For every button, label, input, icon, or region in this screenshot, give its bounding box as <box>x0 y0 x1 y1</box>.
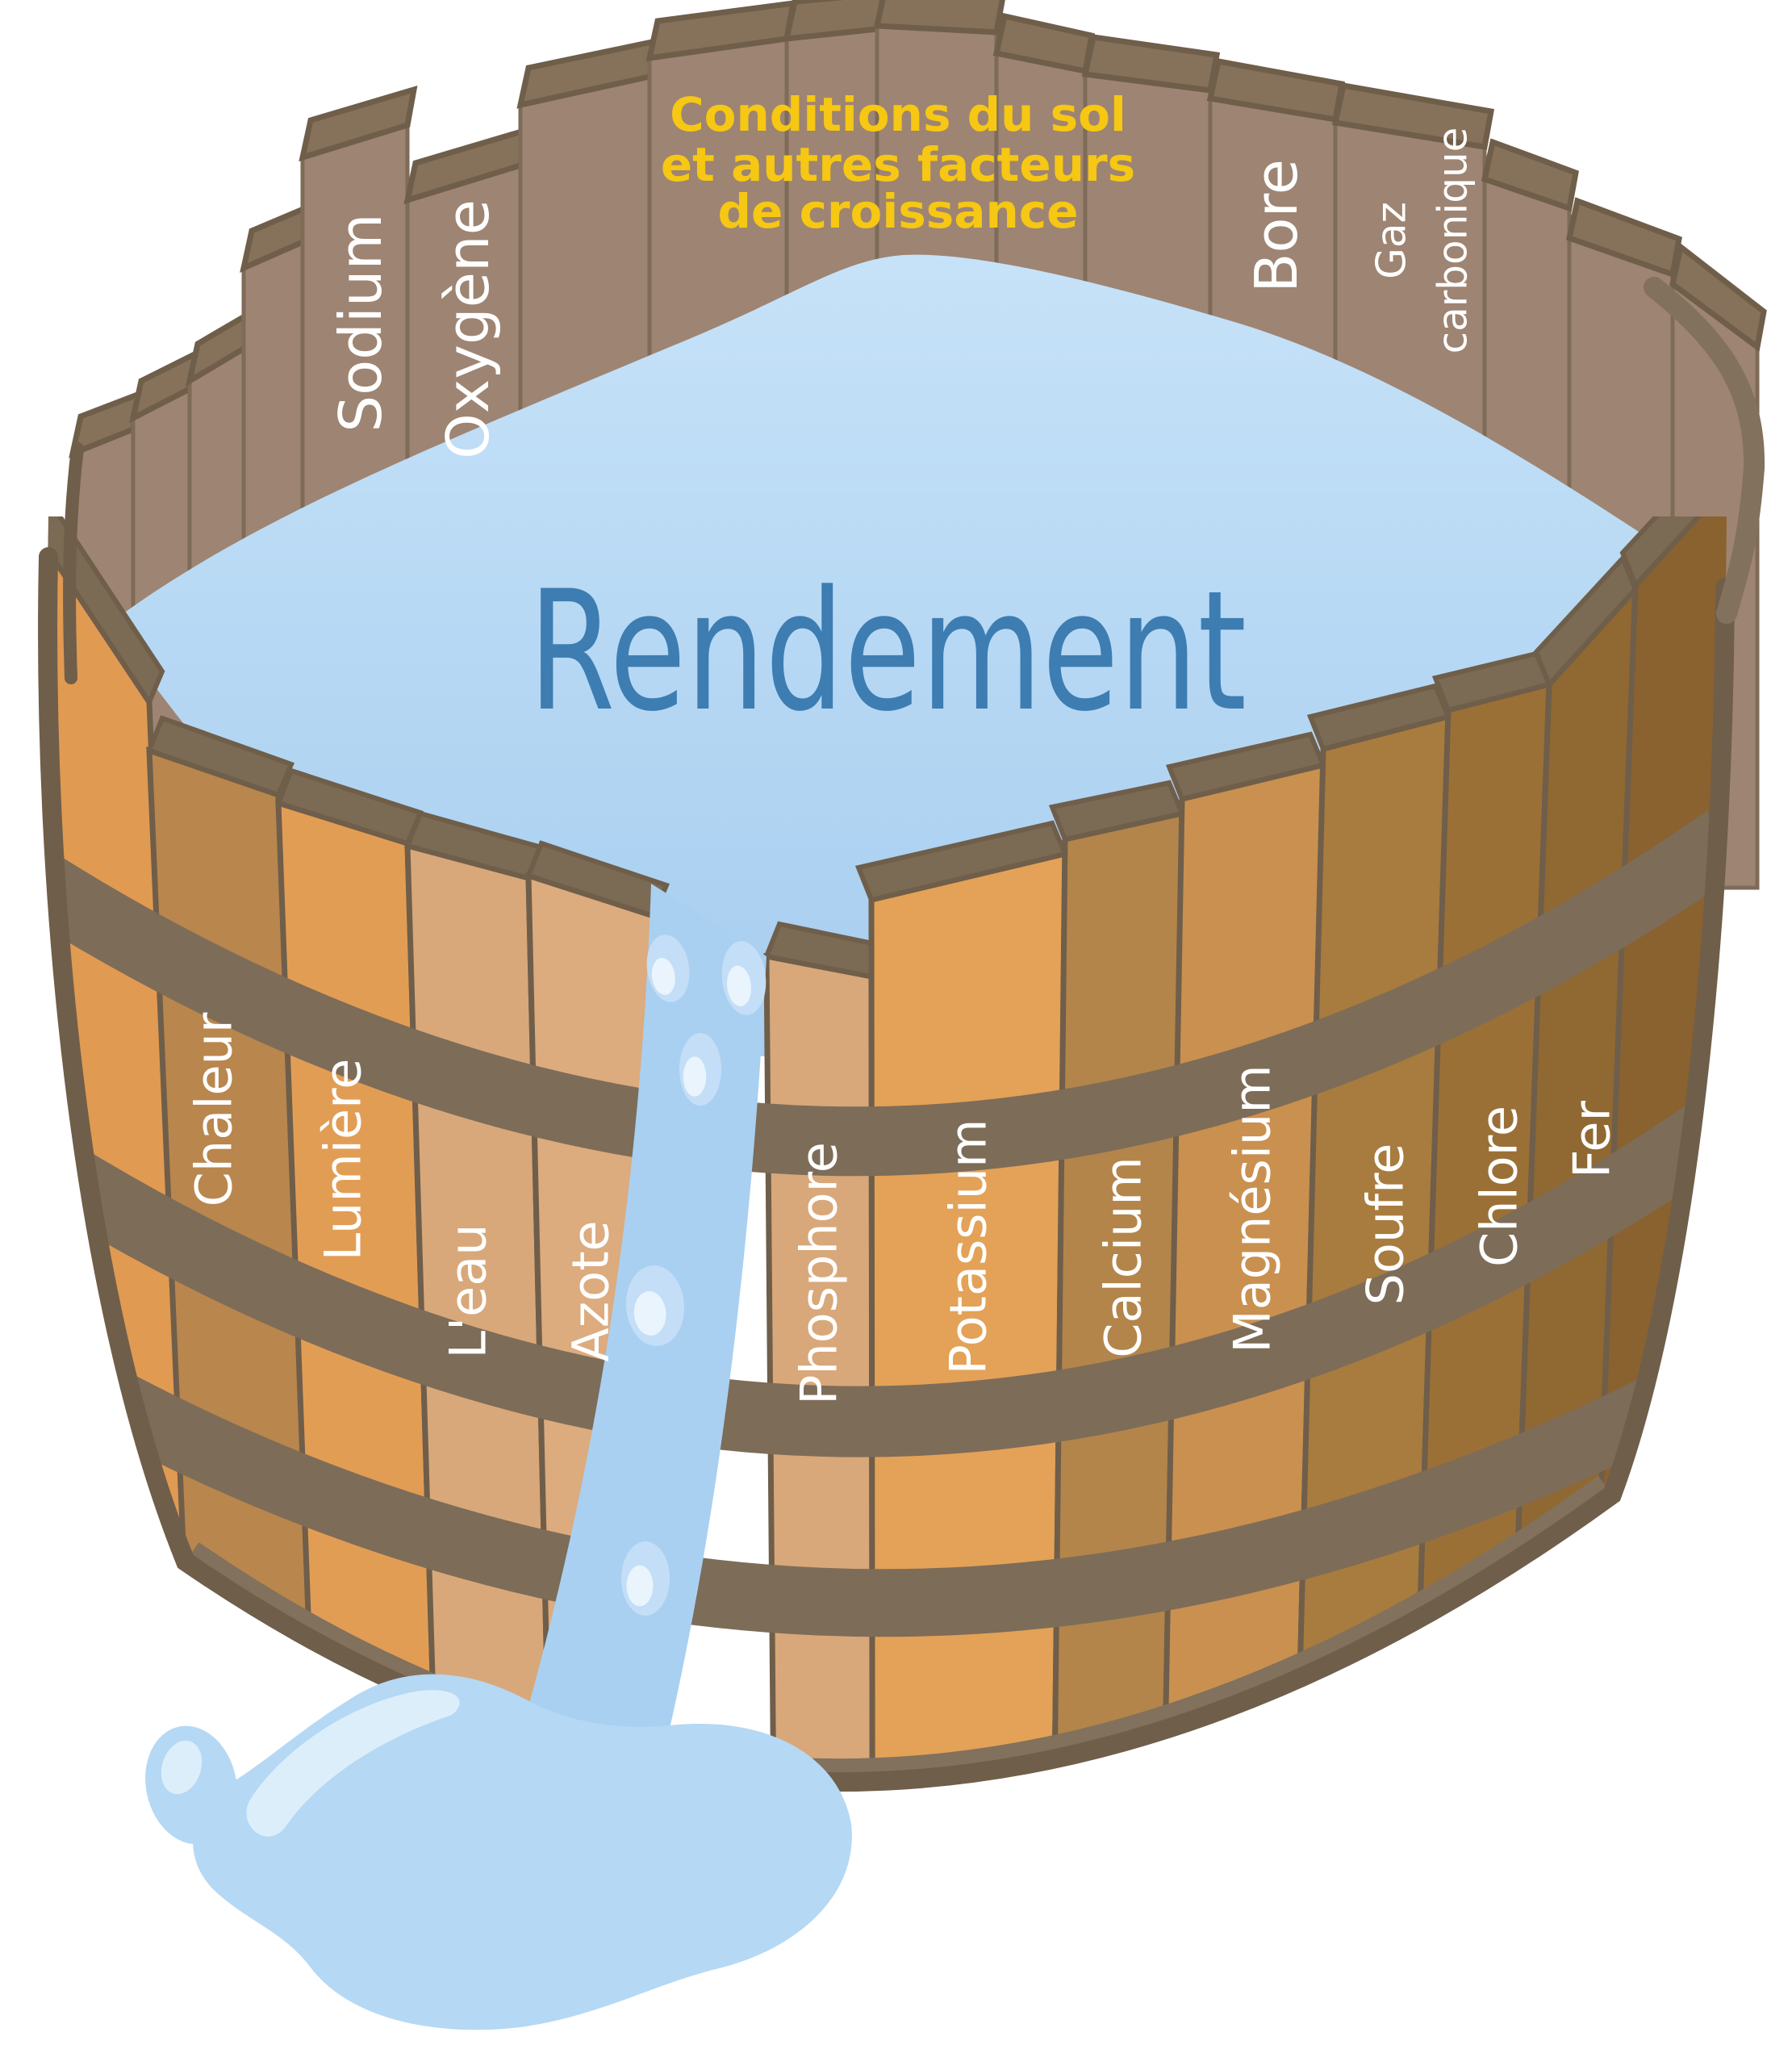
back-stave-bevel <box>299 86 418 162</box>
water-droplet-highlight <box>651 957 675 995</box>
puddle-shape <box>193 1674 852 2030</box>
label-gaz-line2: carbonique <box>1430 128 1477 354</box>
title-line-1: Conditions du sol <box>670 87 1126 142</box>
label-magnesium: Magnésium <box>1223 1064 1282 1353</box>
back-stave-bevel <box>1481 138 1579 212</box>
puddle-droplet-highlight <box>161 1740 203 1795</box>
back-stave-bevel <box>1331 82 1495 151</box>
label-leau: L'eau <box>439 1223 498 1358</box>
back-left-edge <box>63 442 84 684</box>
hoop-middle <box>48 1096 1727 1457</box>
label-bore: Bore <box>1243 159 1310 293</box>
front-stave-bevel <box>1619 516 1727 590</box>
title-line-2: et autres facteurs <box>661 137 1135 192</box>
water-puddle <box>145 1674 852 2030</box>
back-stave-bevel <box>873 0 1005 36</box>
stream-droplets <box>621 935 767 1616</box>
label-gaz-line1: Gaz <box>1368 202 1415 279</box>
water-yield-label: Rendement <box>528 556 1247 748</box>
title-line-3: de croissance <box>718 184 1079 239</box>
factor-labels: Conditions du sol et autres facteurs de … <box>185 87 1622 1405</box>
label-soufre: Soufre <box>1356 1144 1415 1306</box>
label-phosphore: Phosphore <box>790 1142 849 1405</box>
front-outline <box>38 547 1735 1792</box>
water-droplet-highlight <box>626 1565 654 1607</box>
water-droplet-highlight <box>633 1290 666 1336</box>
label-chlore: Chlore <box>1470 1106 1529 1267</box>
label-potassium: Potassium <box>939 1119 998 1375</box>
puddle-highlight <box>246 1690 460 1837</box>
front-stave-bevel <box>146 715 294 798</box>
barrel-outline <box>38 277 1765 1792</box>
label-calcium: Calcium <box>1094 1156 1153 1358</box>
label-chaleur: Chaleur <box>185 1012 244 1206</box>
water-droplet-highlight <box>726 965 751 1006</box>
back-right-edge <box>1644 277 1765 624</box>
hoop-bottom <box>101 1374 1671 1637</box>
label-sodium: Sodium <box>327 213 395 432</box>
label-oxygene: Oxygène <box>434 199 502 459</box>
water-stream <box>520 884 767 1763</box>
hoop-top <box>48 810 1727 1177</box>
back-stave-bevel <box>1669 241 1767 353</box>
water-droplet-highlight <box>683 1056 707 1097</box>
label-lumiere: Lumière <box>314 1059 373 1261</box>
label-fer: Fer <box>1563 1101 1622 1178</box>
label-azote: Azote <box>562 1220 620 1361</box>
